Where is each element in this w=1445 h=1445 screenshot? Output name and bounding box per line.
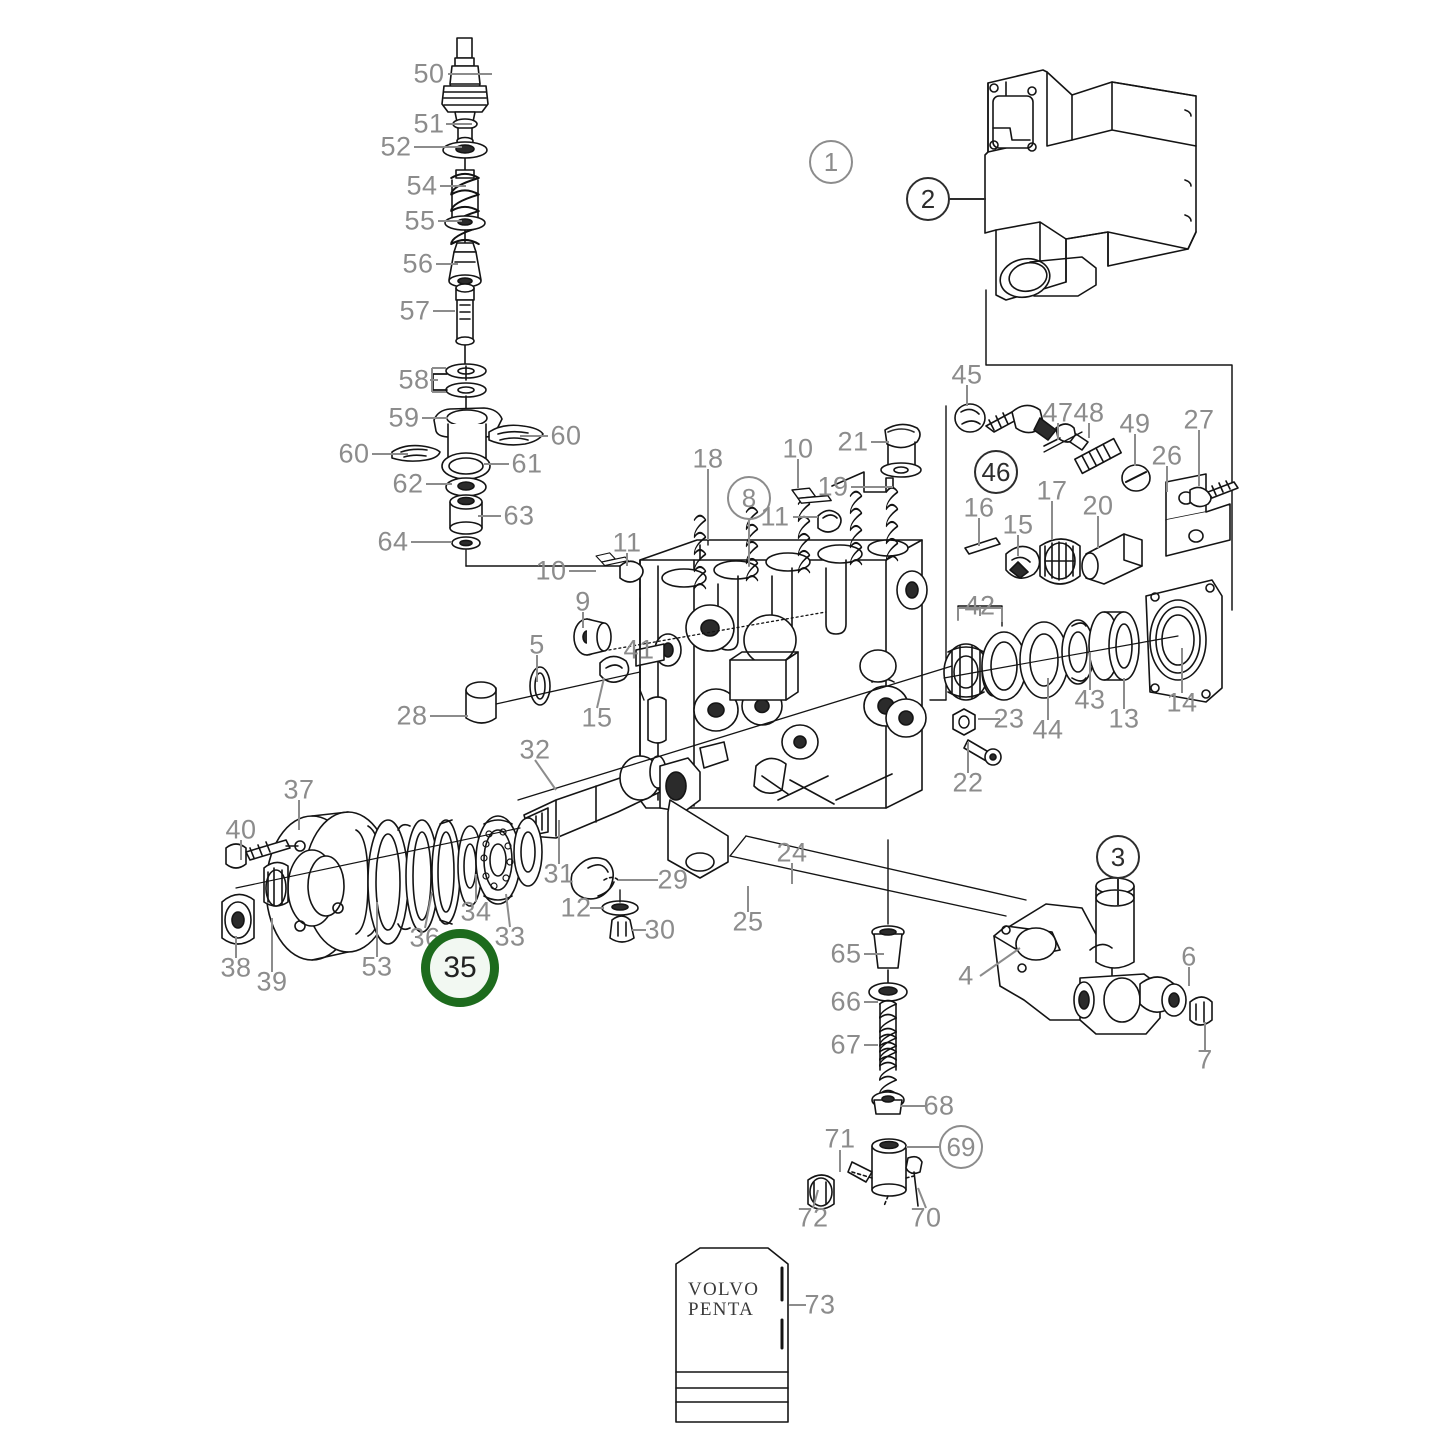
callout-5-19[interactable]: 5 <box>529 629 545 660</box>
nameplate-line-2: PENTA <box>688 1298 755 1320</box>
callout-12-47[interactable]: 12 <box>560 892 592 923</box>
callout-50-0[interactable]: 50 <box>413 58 445 89</box>
callout-24-49[interactable]: 24 <box>776 837 808 868</box>
callout-71-63[interactable]: 71 <box>824 1123 856 1154</box>
callout-13-42[interactable]: 13 <box>1108 703 1140 734</box>
callout-70-65[interactable]: 70 <box>910 1202 942 1233</box>
circled-callout-2[interactable]: 2 <box>906 177 950 221</box>
callout-44-40[interactable]: 44 <box>1032 714 1064 745</box>
callout-59-8[interactable]: 59 <box>388 402 420 433</box>
callout-37-51[interactable]: 37 <box>283 774 315 805</box>
callout-6-67[interactable]: 6 <box>1181 941 1197 972</box>
callout-52-2[interactable]: 52 <box>380 131 412 162</box>
callout-27-31[interactable]: 27 <box>1183 404 1215 435</box>
circled-callout-3[interactable]: 3 <box>1096 835 1140 879</box>
callout-43-41[interactable]: 43 <box>1074 684 1106 715</box>
callout-41-18[interactable]: 41 <box>623 634 655 665</box>
callout-49-30[interactable]: 49 <box>1119 408 1151 439</box>
callout-45-27[interactable]: 45 <box>951 359 983 390</box>
callout-66-60[interactable]: 66 <box>830 986 862 1017</box>
callout-15-34[interactable]: 15 <box>1002 509 1034 540</box>
callout-60-9[interactable]: 60 <box>550 420 582 451</box>
nameplate-line-1: VOLVO <box>688 1279 760 1300</box>
callout-72-64[interactable]: 72 <box>797 1202 829 1233</box>
callout-20-36[interactable]: 20 <box>1082 490 1114 521</box>
callout-32-44[interactable]: 32 <box>519 734 551 765</box>
callout-4-66[interactable]: 4 <box>958 960 974 991</box>
callout-68-62[interactable]: 68 <box>923 1090 955 1121</box>
circled-callout-8[interactable]: 8 <box>727 476 771 520</box>
callout-51-1[interactable]: 51 <box>413 108 445 139</box>
callout-11-16[interactable]: 11 <box>612 527 642 558</box>
callout-33-58[interactable]: 33 <box>494 921 526 952</box>
callout-34-57[interactable]: 34 <box>460 896 492 927</box>
callout-57-6[interactable]: 57 <box>399 295 431 326</box>
callout-53-55[interactable]: 53 <box>361 951 393 982</box>
callout-22-39[interactable]: 22 <box>952 767 984 798</box>
callout-56-5[interactable]: 56 <box>402 248 434 279</box>
callout-38-53[interactable]: 38 <box>220 952 252 983</box>
circled-callout-1[interactable]: 1 <box>809 140 853 184</box>
callout-40-52[interactable]: 40 <box>225 814 257 845</box>
callout-61-11[interactable]: 61 <box>511 448 543 479</box>
callout-63-13[interactable]: 63 <box>503 500 535 531</box>
callout-42-37[interactable]: 42 <box>964 590 996 621</box>
callout-14-43[interactable]: 14 <box>1166 687 1198 718</box>
callout-26-32[interactable]: 26 <box>1151 440 1183 471</box>
callout-7-68[interactable]: 7 <box>1197 1044 1213 1075</box>
circled-callout-69[interactable]: 69 <box>939 1125 983 1169</box>
callout-58-7[interactable]: 58 <box>398 364 430 395</box>
callout-9-17[interactable]: 9 <box>575 586 591 617</box>
callout-47-28[interactable]: 47 <box>1042 397 1074 428</box>
callout-30-48[interactable]: 30 <box>644 914 676 945</box>
callout-21-26[interactable]: 21 <box>837 426 869 457</box>
callout-64-14[interactable]: 64 <box>377 526 409 557</box>
callout-28-21[interactable]: 28 <box>396 700 428 731</box>
callout-17-35[interactable]: 17 <box>1036 475 1068 506</box>
callout-10-23[interactable]: 10 <box>782 433 814 464</box>
callout-19-25[interactable]: 19 <box>817 471 849 502</box>
callout-55-4[interactable]: 55 <box>404 205 436 236</box>
callout-48-29[interactable]: 48 <box>1073 397 1105 428</box>
callout-25-50[interactable]: 25 <box>732 906 764 937</box>
callout-67-61[interactable]: 67 <box>830 1029 862 1060</box>
callout-23-38[interactable]: 23 <box>993 703 1025 734</box>
callout-62-12[interactable]: 62 <box>392 468 424 499</box>
callout-65-59[interactable]: 65 <box>830 938 862 969</box>
callout-15-20[interactable]: 15 <box>581 702 613 733</box>
callout-60-10[interactable]: 60 <box>338 438 370 469</box>
callout-29-46[interactable]: 29 <box>657 864 689 895</box>
highlighted-callout-number: 35 <box>443 951 477 984</box>
callout-10-15[interactable]: 10 <box>535 555 567 586</box>
callout-31-45[interactable]: 31 <box>543 858 575 889</box>
callout-18-22[interactable]: 18 <box>692 443 724 474</box>
circled-callout-46[interactable]: 46 <box>974 450 1018 494</box>
callout-16-33[interactable]: 16 <box>963 492 995 523</box>
callout-73-69[interactable]: 73 <box>804 1289 836 1320</box>
highlighted-callout-35[interactable]: 35 <box>421 929 499 1007</box>
callout-54-3[interactable]: 54 <box>406 170 438 201</box>
callout-39-54[interactable]: 39 <box>256 966 288 997</box>
volvo-penta-nameplate-text: VOLVO PENTA <box>688 1280 759 1320</box>
